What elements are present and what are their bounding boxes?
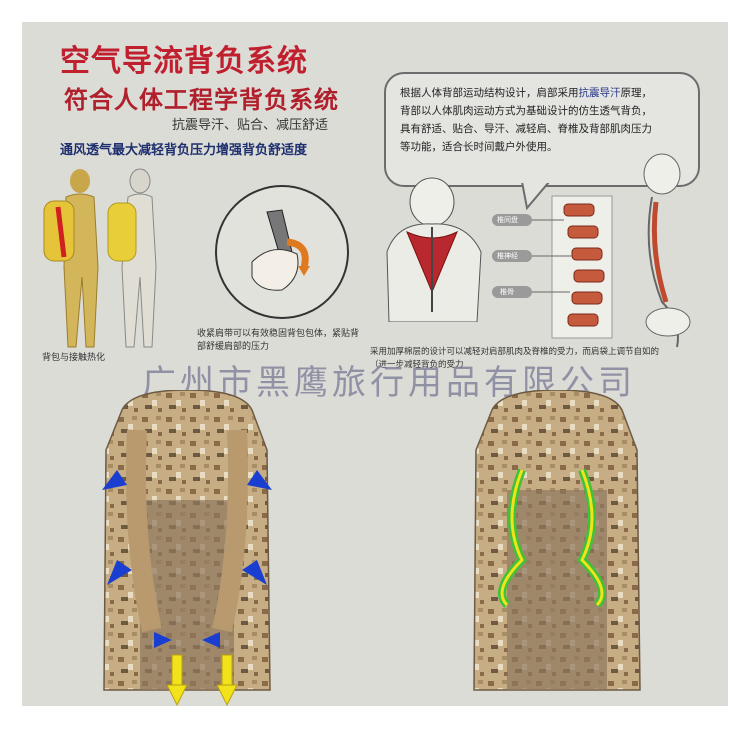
desc-line1-post: 原理，: [620, 87, 653, 99]
spine-diagram: [492, 195, 613, 339]
spine-label-vertebra: 椎骨: [500, 288, 514, 296]
spine-label-nerve: 椎神经: [497, 252, 518, 260]
desc-line2: 背部以人体肌肉运动方式为基础设计的仿生透气背负，: [400, 105, 652, 117]
infographic-panel: 空气导流背负系统 符合人体工程学背负系统 抗震导汗、贴合、减压舒适 通风透气最大…: [22, 22, 728, 706]
caption-spine: 采用加厚棉层的设计可以减轻对肩部肌肉及脊椎的受力，而肩袋上调节自如的（进一步减轻…: [370, 347, 660, 370]
sub-title: 符合人体工程学背负系统: [64, 86, 339, 114]
desc-line1-pre: 根据人体背部运动结构设计，肩部采用: [400, 87, 579, 99]
bubble-tail: [520, 182, 551, 211]
back-muscles-illustration: [386, 177, 482, 322]
spine-label-disc: 椎间盘: [497, 216, 518, 224]
tagline: 通风透气最大减轻背负压力增强背负舒适度: [60, 143, 308, 158]
backpack-airflow-left: [102, 390, 272, 706]
person-with-backpack-illustration: [43, 168, 157, 348]
main-title: 空气导流背负系统: [60, 44, 308, 79]
caption-strap: 收紧肩带可以有效稳固背包包体，紧贴背部舒缓肩部的压力: [197, 329, 360, 352]
desc-line4: 等功能，适合长时间戴户外使用。: [400, 141, 558, 153]
backpack-contour-right: [473, 390, 641, 691]
desc-highlight: 抗震导汗: [578, 87, 621, 99]
caption-body-contact: 背包与接触热化: [42, 353, 106, 363]
desc-line3: 具有舒适、贴合、导汗、减轻肩、脊椎及背部肌肉压力: [400, 123, 652, 135]
description-bubble: 根据人体背部运动结构设计，肩部采用抗震导汗原理， 背部以人体肌肉运动方式为基础设…: [384, 72, 700, 187]
shoulder-strap-illustration: [215, 185, 349, 319]
feature-list: 抗震导汗、贴合、减压舒适: [172, 118, 329, 133]
skeleton-side-illustration: [643, 153, 691, 348]
